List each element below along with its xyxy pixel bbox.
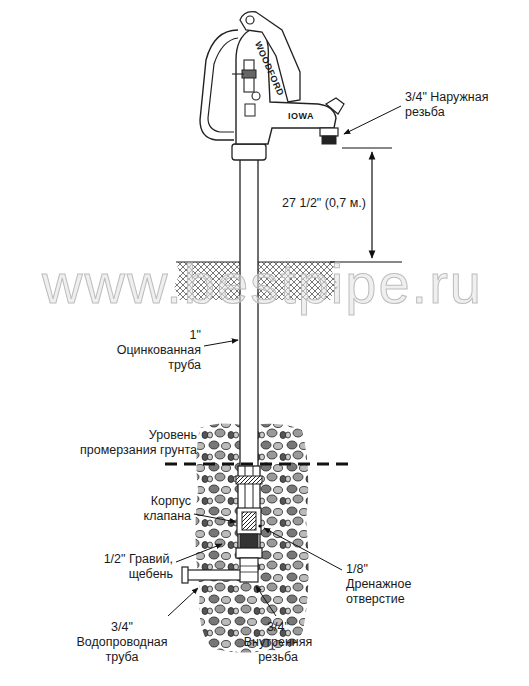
supply-pipe-label: 3/4" Водопроводная труба: [68, 620, 176, 665]
pipe-label: 1" Оцинкованная труба: [106, 328, 201, 373]
drain-hole-label: 1/8" Дренажное отверстие: [346, 562, 432, 607]
brand-text: IOWA: [288, 111, 328, 121]
gravel-label: 1/2" Гравий, щебень: [77, 552, 173, 582]
thread-label: 3/4" Наружная резьба: [405, 90, 499, 120]
watermark: www.bestpipe.ru: [0, 254, 527, 314]
frost-line-label: Уровень промерзания грунта: [71, 428, 197, 458]
thread-label: 3/4" Внутренняя резьба: [236, 620, 320, 665]
valve-label: Корпус клапана: [129, 494, 191, 524]
dimension-label: 27 1/2" (0,7 м.): [256, 196, 366, 211]
